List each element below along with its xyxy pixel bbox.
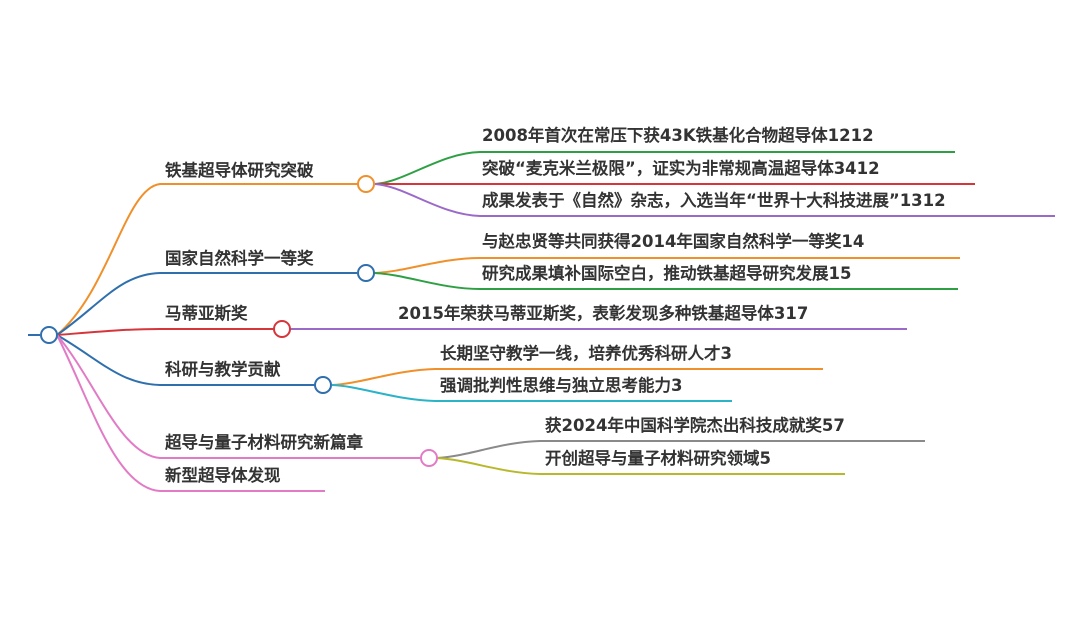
branch-label[interactable]: 马蒂亚斯奖 [165,303,248,323]
leaf-connector [331,384,732,402]
leaf-label[interactable]: 研究成果填补国际空白，推动铁基超导研究发展15 [482,263,851,283]
leaf-connector [436,457,845,475]
branch-node-circle[interactable] [357,264,375,282]
leaf-label[interactable]: 2015年荣获马蒂亚斯奖，表彰发现多种铁基超导体317 [398,303,808,323]
branch-connector [56,334,420,459]
leaf-connector [331,368,823,386]
branch-node-circle[interactable] [357,175,375,193]
branch-label[interactable]: 科研与教学贡献 [165,359,281,379]
branch-label[interactable]: 国家自然科学一等奖 [165,248,314,268]
branch-node-circle[interactable] [314,376,332,394]
branch-group: 超导与量子材料研究新篇章 获2024年中国科学院杰出科技成就奖57 开创超导与量… [56,334,925,475]
leaf-label[interactable]: 强调批判性思维与独立思考能力3 [440,375,682,395]
leaf-label[interactable]: 2008年首次在常压下获43K铁基化合物超导体1212 [482,125,874,145]
leaf-connector [373,257,960,274]
branch-connector [56,334,325,492]
branch-group: 马蒂亚斯奖 2015年荣获马蒂亚斯奖，表彰发现多种铁基超导体317 [56,303,907,338]
leaf-label[interactable]: 成果发表于《自然》杂志，入选当年“世界十大科技进展”1312 [482,190,946,210]
branch-node-circle[interactable] [420,449,438,467]
leaf-connector [436,440,925,459]
leaf-label[interactable]: 长期坚守教学一线，培养优秀科研人才3 [440,343,732,363]
leaf-label[interactable]: 与赵忠贤等共同获得2014年国家自然科学一等奖14 [482,231,864,251]
leaf-connector [374,183,1055,217]
leaf-connector [374,151,955,185]
branch-group: 铁基超导体研究突破 2008年首次在常压下获43K铁基化合物超导体1212 突破… [56,125,1055,336]
root-node-circle[interactable] [40,326,58,344]
branch-group: 新型超导体发现 [56,334,325,492]
leaf-label[interactable]: 突破“麦克米兰极限”，证实为非常规高温超导体3412 [482,158,880,178]
branch-connector [56,183,358,336]
leaf-label[interactable]: 开创超导与量子材料研究领域5 [545,448,771,468]
branch-group: 国家自然科学一等奖 与赵忠贤等共同获得2014年国家自然科学一等奖14 研究成果… [56,231,960,336]
branch-connector [56,328,274,336]
branch-connector [56,334,315,386]
branch-label[interactable]: 铁基超导体研究突破 [165,160,314,180]
branch-node-circle[interactable] [273,320,291,338]
leaf-connector [373,272,958,290]
branch-label[interactable]: 新型超导体发现 [165,465,281,485]
branch-label[interactable]: 超导与量子材料研究新篇章 [165,432,363,452]
branch-connector [56,272,357,336]
leaf-label[interactable]: 获2024年中国科学院杰出科技成就奖57 [545,415,845,435]
branch-group: 科研与教学贡献 长期坚守教学一线，培养优秀科研人才3 强调批判性思维与独立思考能… [56,334,823,402]
